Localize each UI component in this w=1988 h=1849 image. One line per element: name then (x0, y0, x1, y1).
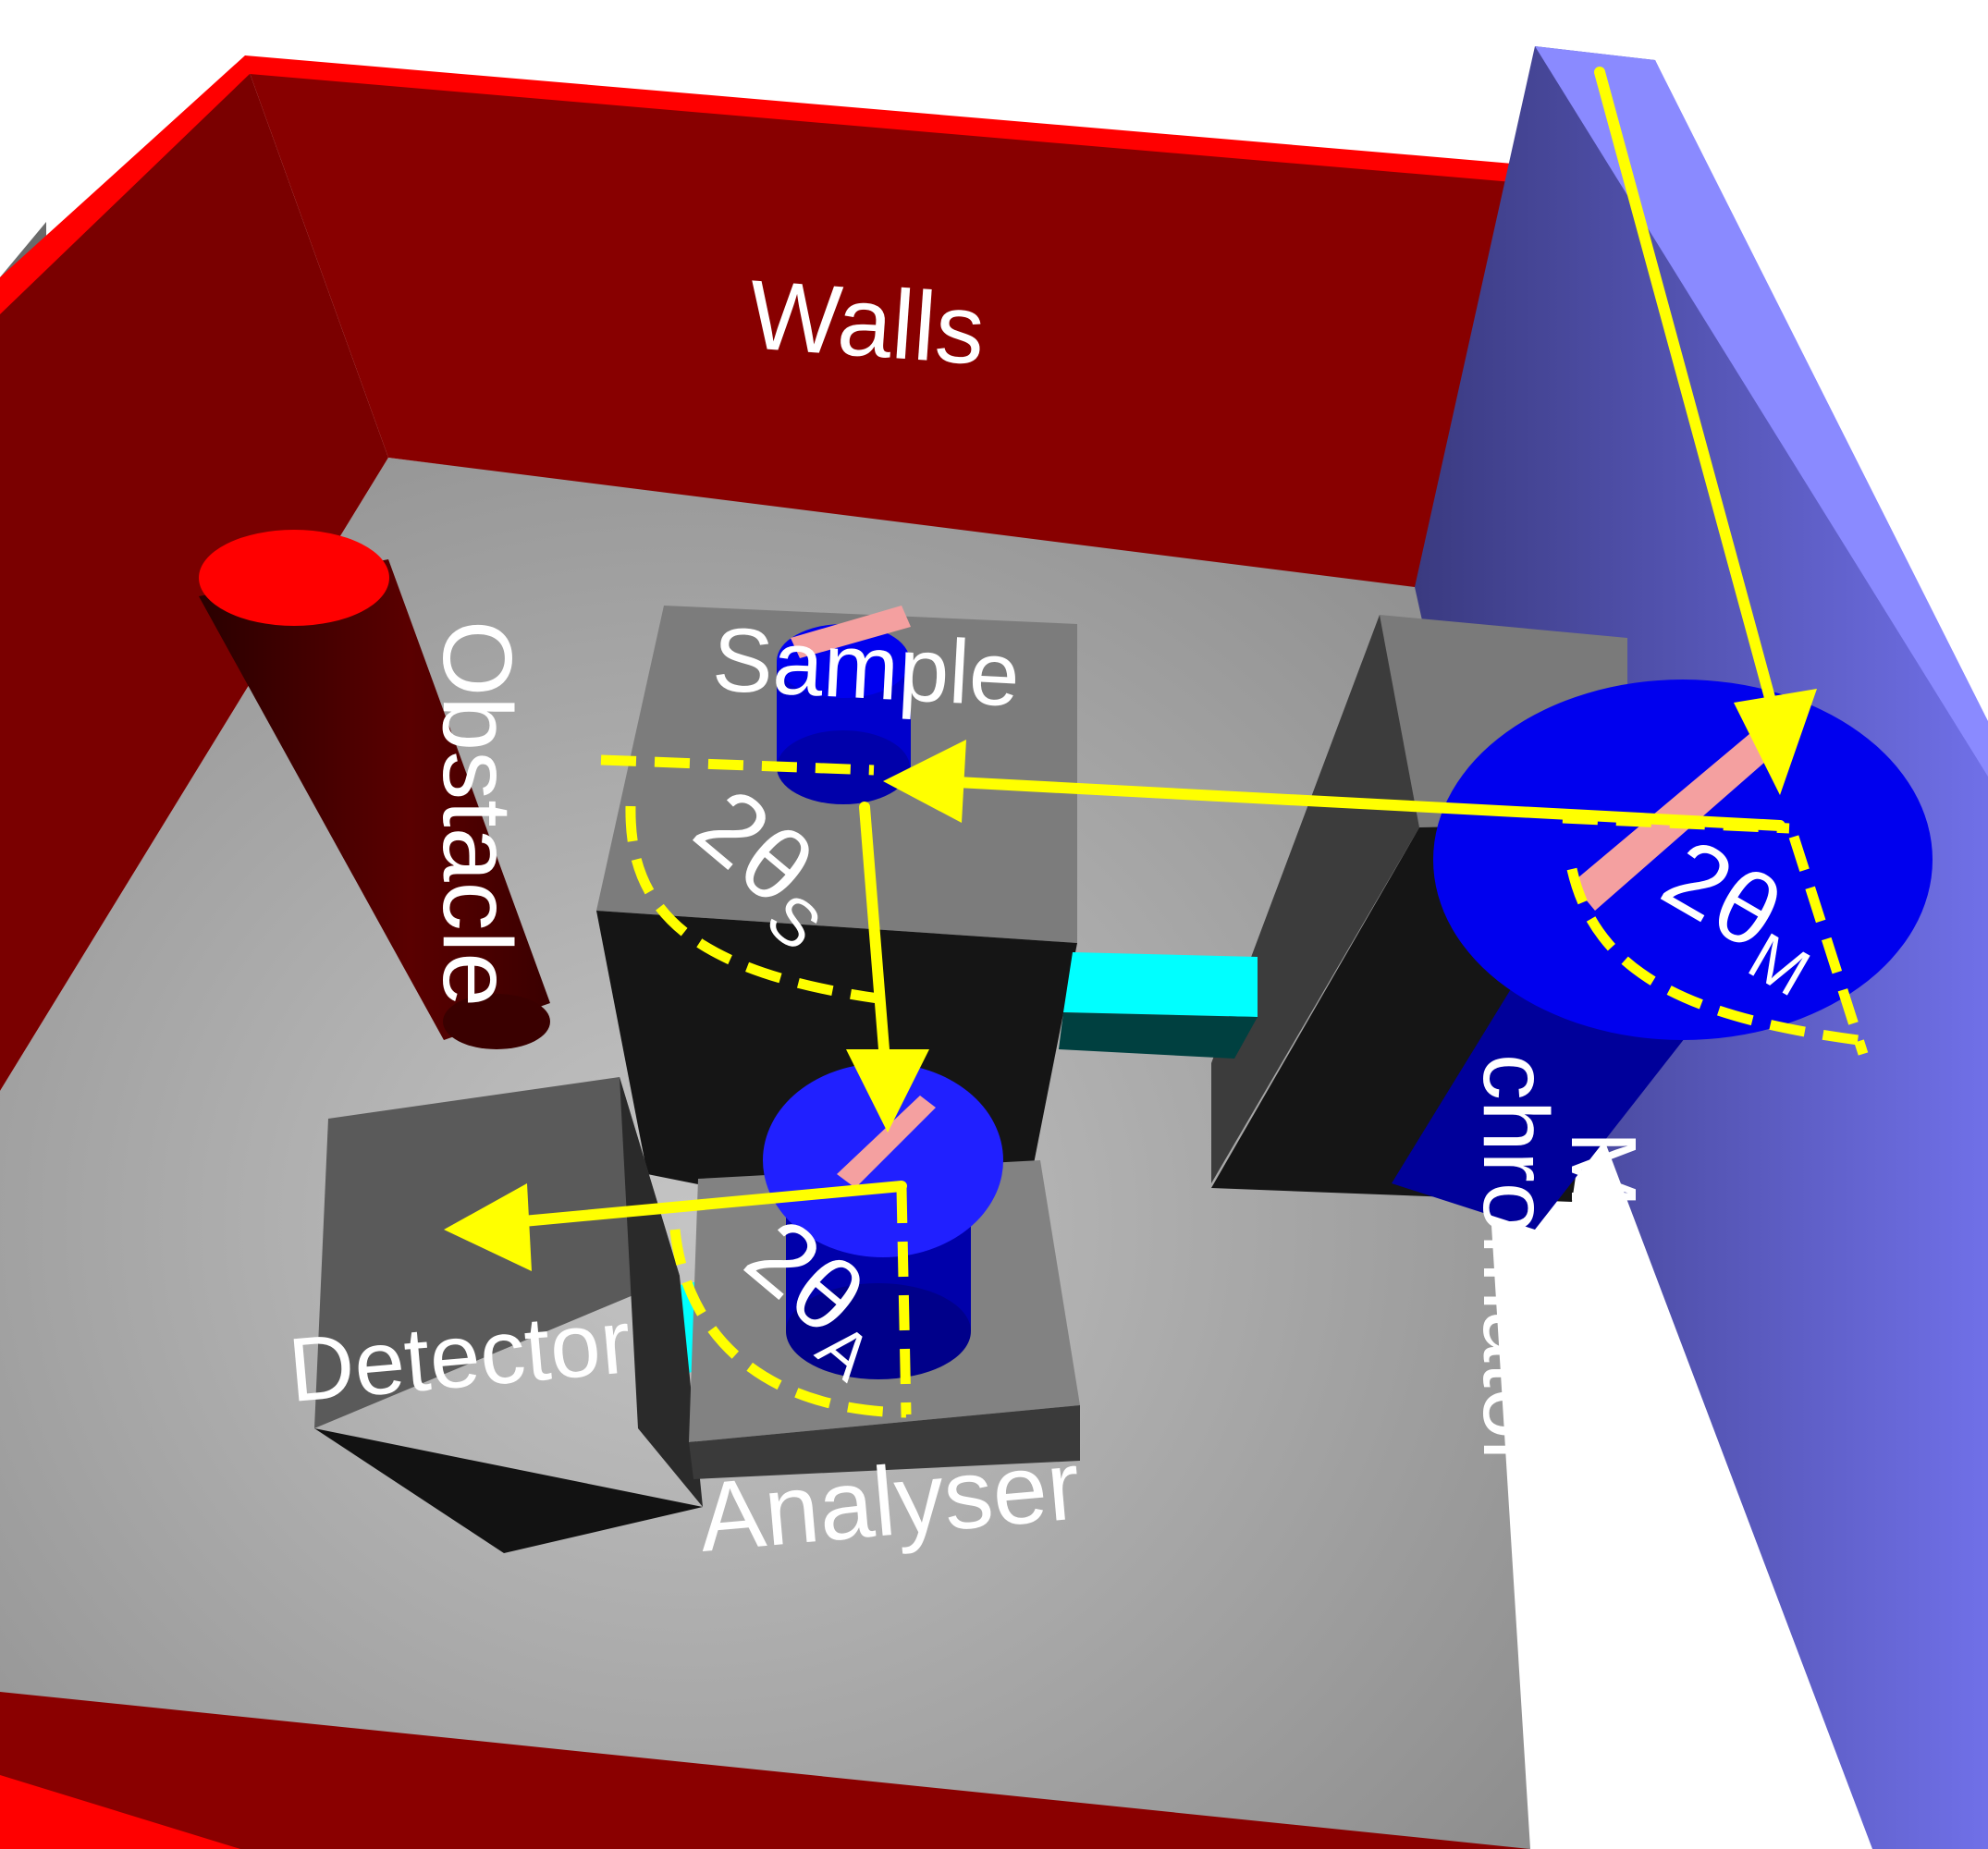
mono-reference-line (1562, 813, 1790, 834)
monochromator-label-line2: chromator (1464, 1054, 1567, 1470)
arrowhead-analyser (846, 1049, 929, 1133)
arrowhead-sample (883, 740, 966, 823)
wall-top-edge (0, 55, 1600, 314)
analyser-reference-line (896, 1187, 912, 1415)
monochromator-label-line1: Mono- (1552, 1131, 1655, 1392)
obstacle-label: Obstacle (423, 620, 532, 1007)
arrowhead-mono (1734, 689, 1817, 795)
sample-label: Sample (710, 607, 1023, 725)
monochromator-wall-edge (1535, 46, 1988, 777)
front-wall (0, 1692, 1530, 1849)
mono-reference-line-2 (1788, 835, 1869, 1056)
analyser-holder (763, 1063, 1003, 1379)
analyser-angle-arc (669, 1229, 907, 1418)
beam-sample-to-analyser (859, 802, 893, 1101)
back-wall (245, 60, 1600, 587)
cyan-connector (680, 952, 1258, 1373)
beam-arrowheads (444, 689, 1817, 1271)
sample-reference-line (600, 754, 875, 776)
analyser-crystal (837, 1096, 936, 1188)
mono-angle-arc (1566, 867, 1859, 1046)
sample-angle-arc (625, 805, 879, 1004)
angle-markers (600, 754, 1869, 1418)
front-wall-edge (0, 1775, 240, 1849)
monochromator-label: Mono- chromator (1464, 1054, 1655, 1470)
walls-label: Walls (745, 260, 988, 386)
beam-analyser-to-detector (508, 1181, 907, 1228)
sample-crystal (791, 606, 911, 658)
left-wall (0, 60, 388, 1091)
obstacle (199, 530, 550, 1049)
arrowhead-detector (444, 1183, 532, 1271)
beam-incoming (1594, 67, 1786, 741)
